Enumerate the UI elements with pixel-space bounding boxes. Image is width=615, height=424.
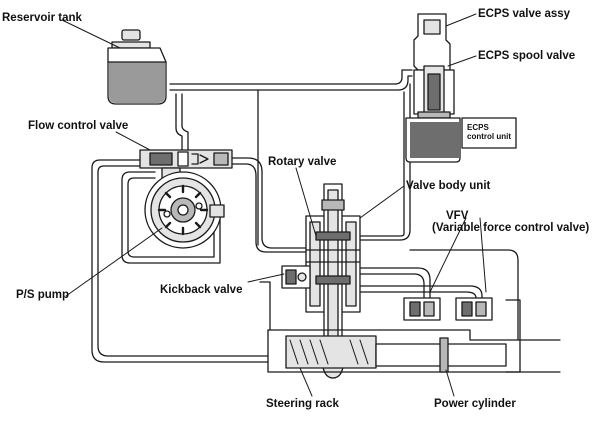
label-ecps-control-unit-line2: control unit	[467, 132, 511, 141]
label-flow-control-valve: Flow control valve	[28, 120, 129, 132]
label-ps-pump: P/S pump	[16, 289, 70, 301]
label-ecps-control-unit-line1: ECPS	[467, 123, 489, 132]
kickback-valve-drawing	[281, 265, 311, 289]
label-rotary-valve: Rotary valve	[268, 156, 337, 168]
label-ecps-spool-valve: ECPS spool valve	[478, 50, 576, 62]
leader-lines	[61, 13, 487, 397]
label-vfv: VFV	[446, 210, 469, 222]
label-vfv-full: (Variable force control valve)	[432, 222, 590, 234]
ps-pump-drawing	[144, 167, 225, 249]
vfv-drawing	[403, 297, 493, 321]
flow-control-valve-drawing	[139, 149, 233, 169]
reservoir-tank-drawing	[107, 29, 167, 105]
steering-rack-drawing	[267, 299, 561, 373]
label-steering-rack: Steering rack	[266, 398, 339, 410]
hydraulic-lines	[91, 69, 519, 363]
label-valve-body-unit: Valve body unit	[406, 180, 491, 192]
label-power-cylinder: Power cylinder	[434, 398, 516, 410]
ecps-valve-assy-drawing	[405, 13, 517, 163]
label-kickback-valve: Kickback valve	[160, 284, 243, 296]
label-reservoir-tank: Reservoir tank	[2, 12, 82, 24]
label-ecps-valve-assy: ECPS valve assy	[478, 8, 571, 20]
